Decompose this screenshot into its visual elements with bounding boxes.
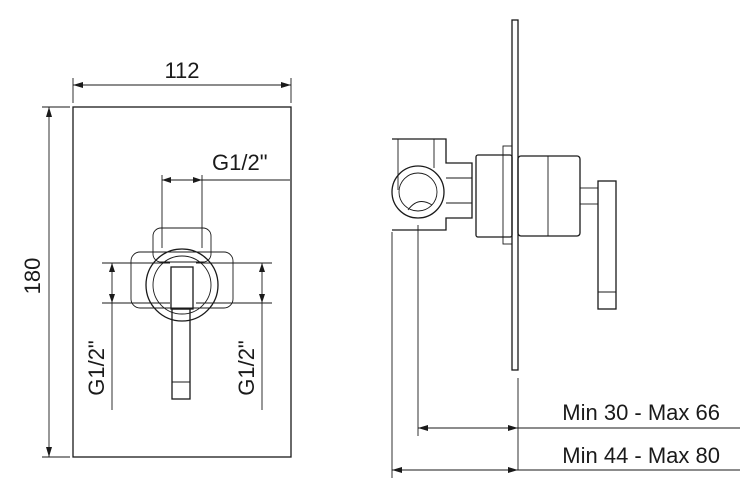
- depth-dimension-1: Min 30 - Max 66: [417, 225, 740, 470]
- width-label: 112: [164, 58, 199, 83]
- depth-label-1: Min 30 - Max 66: [562, 400, 720, 425]
- height-dimension: 180: [20, 106, 70, 458]
- concealed-body: [391, 138, 473, 231]
- left-connection-dimension: G1/2": [84, 262, 170, 410]
- width-dimension: 112: [72, 58, 292, 103]
- right-connection-dimension: G1/2": [196, 262, 272, 410]
- collar-ring: [502, 145, 513, 245]
- right-connection-label: G1/2": [234, 340, 259, 396]
- rosette-inner: [152, 255, 212, 315]
- rosette-outer: [145, 248, 219, 322]
- height-label: 180: [20, 258, 45, 295]
- valve-body-outline: [152, 227, 212, 263]
- depth-label-2: Min 44 - Max 80: [562, 443, 720, 468]
- left-connection-label: G1/2": [84, 340, 109, 396]
- side-plate: [511, 19, 519, 371]
- cartridge-cap: [517, 155, 581, 237]
- top-connection-dimension: G1/2": [161, 150, 290, 248]
- cover-plate-outline: [72, 106, 292, 458]
- depth-dimension-2: Min 44 - Max 80: [391, 232, 740, 478]
- side-view: Min 30 - Max 66 Min 44 - Max 80: [391, 19, 740, 478]
- collar: [475, 154, 513, 238]
- valve-housing-outline: [130, 251, 234, 309]
- side-lever: [579, 180, 617, 310]
- front-view: 112 180 G1/2": [20, 58, 292, 458]
- top-connection-label: G1/2": [212, 150, 268, 175]
- lever-handle: [170, 266, 194, 400]
